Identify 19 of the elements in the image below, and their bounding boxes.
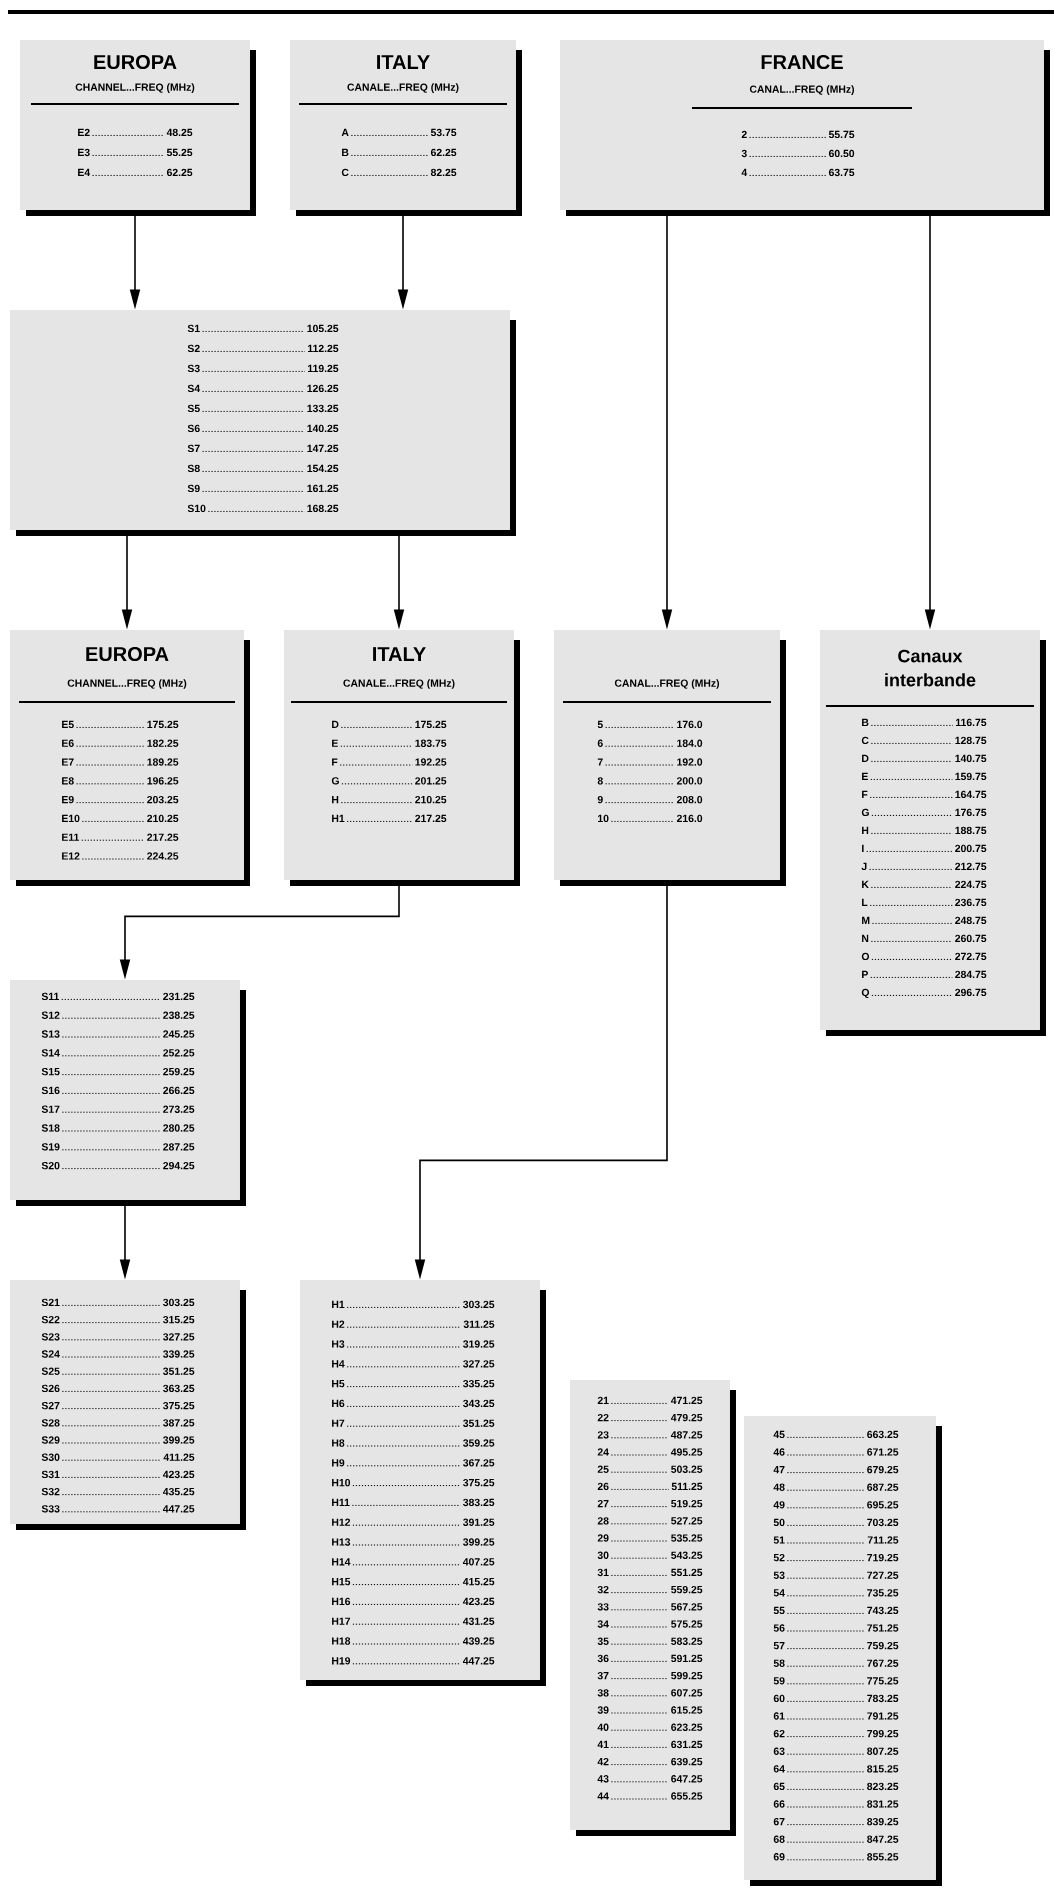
heading: ITALY [377,55,430,69]
channel-table [20,40,256,217]
heading: Canaux interbande [885,649,976,687]
channel-table [820,630,1046,1036]
channel-table [300,1280,546,1686]
channel-table [10,310,516,536]
channel-table [284,630,520,886]
channel-table [744,1416,942,1886]
channel-table [10,630,250,886]
channel-table [554,630,786,886]
heading: EUROPA [94,54,177,70]
heading: FRANCE [761,54,843,70]
channel-table [570,1380,736,1836]
channel-table [10,1280,246,1530]
channel-table [290,40,522,217]
heading: ITALY [373,647,426,661]
channel-table [10,980,246,1206]
heading: EUROPA [86,646,169,662]
channel-table [560,40,1050,217]
